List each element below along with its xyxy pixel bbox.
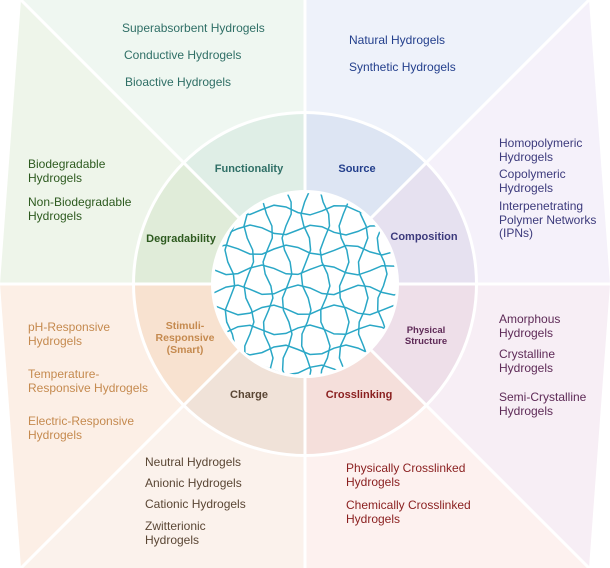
composition-item: Copolymeric Hydrogels xyxy=(499,167,566,195)
center-circle xyxy=(211,190,399,378)
ring-label-composition: Composition xyxy=(390,231,458,243)
physical-structure-item: Crystalline Hydrogels xyxy=(499,347,556,375)
stimuli-responsive-item: pH-Responsive Hydrogels xyxy=(28,320,111,348)
crosslinking-item: Physically Crosslinked Hydrogels xyxy=(346,461,466,489)
ring-label-physical-structure: Physical Structure xyxy=(404,325,448,347)
network-strand xyxy=(319,193,331,375)
composition-item: Homopolymeric Hydrogels xyxy=(499,136,583,164)
ring-label-crosslinking: Crosslinking xyxy=(325,389,393,401)
degradability-item: Biodegradable Hydrogels xyxy=(28,157,106,185)
functionality-item: Superabsorbent Hydrogels xyxy=(122,21,265,35)
ring-label-stimuli-responsive: Stimuli-Responsive (Smart) xyxy=(155,320,215,356)
ring-label-source: Source xyxy=(338,163,376,175)
stimuli-responsive-item: Temperature-Responsive Hydrogels xyxy=(28,367,149,395)
ring-label-degradability: Degradability xyxy=(146,233,216,245)
functionality-item: Bioactive Hydrogels xyxy=(125,75,232,89)
charge-item: Zwitterionic Hydrogels xyxy=(145,519,206,547)
source-item: Natural Hydrogels xyxy=(349,33,446,47)
network-strand xyxy=(214,284,396,296)
charge-item: Neutral Hydrogels xyxy=(145,455,242,469)
ring-label-functionality: Functionality xyxy=(214,163,284,175)
network-strand xyxy=(214,304,396,316)
charge-item: Cationic Hydrogels xyxy=(145,497,246,511)
physical-structure-item: Amorphous Hydrogels xyxy=(499,312,561,340)
network-strand xyxy=(243,193,255,375)
charge-item: Anionic Hydrogels xyxy=(145,476,242,490)
crosslinking-item: Chemically Crosslinked Hydrogels xyxy=(346,498,471,526)
stimuli-responsive-item: Electric-Responsive Hydrogels xyxy=(28,414,135,442)
network-strand xyxy=(338,193,350,375)
source-item: Synthetic Hydrogels xyxy=(349,60,456,74)
degradability-item: Non-Biodegradable Hydrogels xyxy=(28,195,132,223)
network-strand xyxy=(262,193,274,375)
network-strand xyxy=(281,193,293,375)
composition-item: Interpenetrating Polymer Networks (IPNs) xyxy=(499,199,597,240)
physical-structure-item: Semi-Crystalline Hydrogels xyxy=(499,390,587,418)
ring-label-charge: Charge xyxy=(230,389,268,401)
functionality-item: Conductive Hydrogels xyxy=(124,48,242,62)
network-strand xyxy=(357,193,369,375)
network-strand xyxy=(214,324,396,336)
network-strand xyxy=(214,264,396,276)
network-strand xyxy=(300,193,312,375)
